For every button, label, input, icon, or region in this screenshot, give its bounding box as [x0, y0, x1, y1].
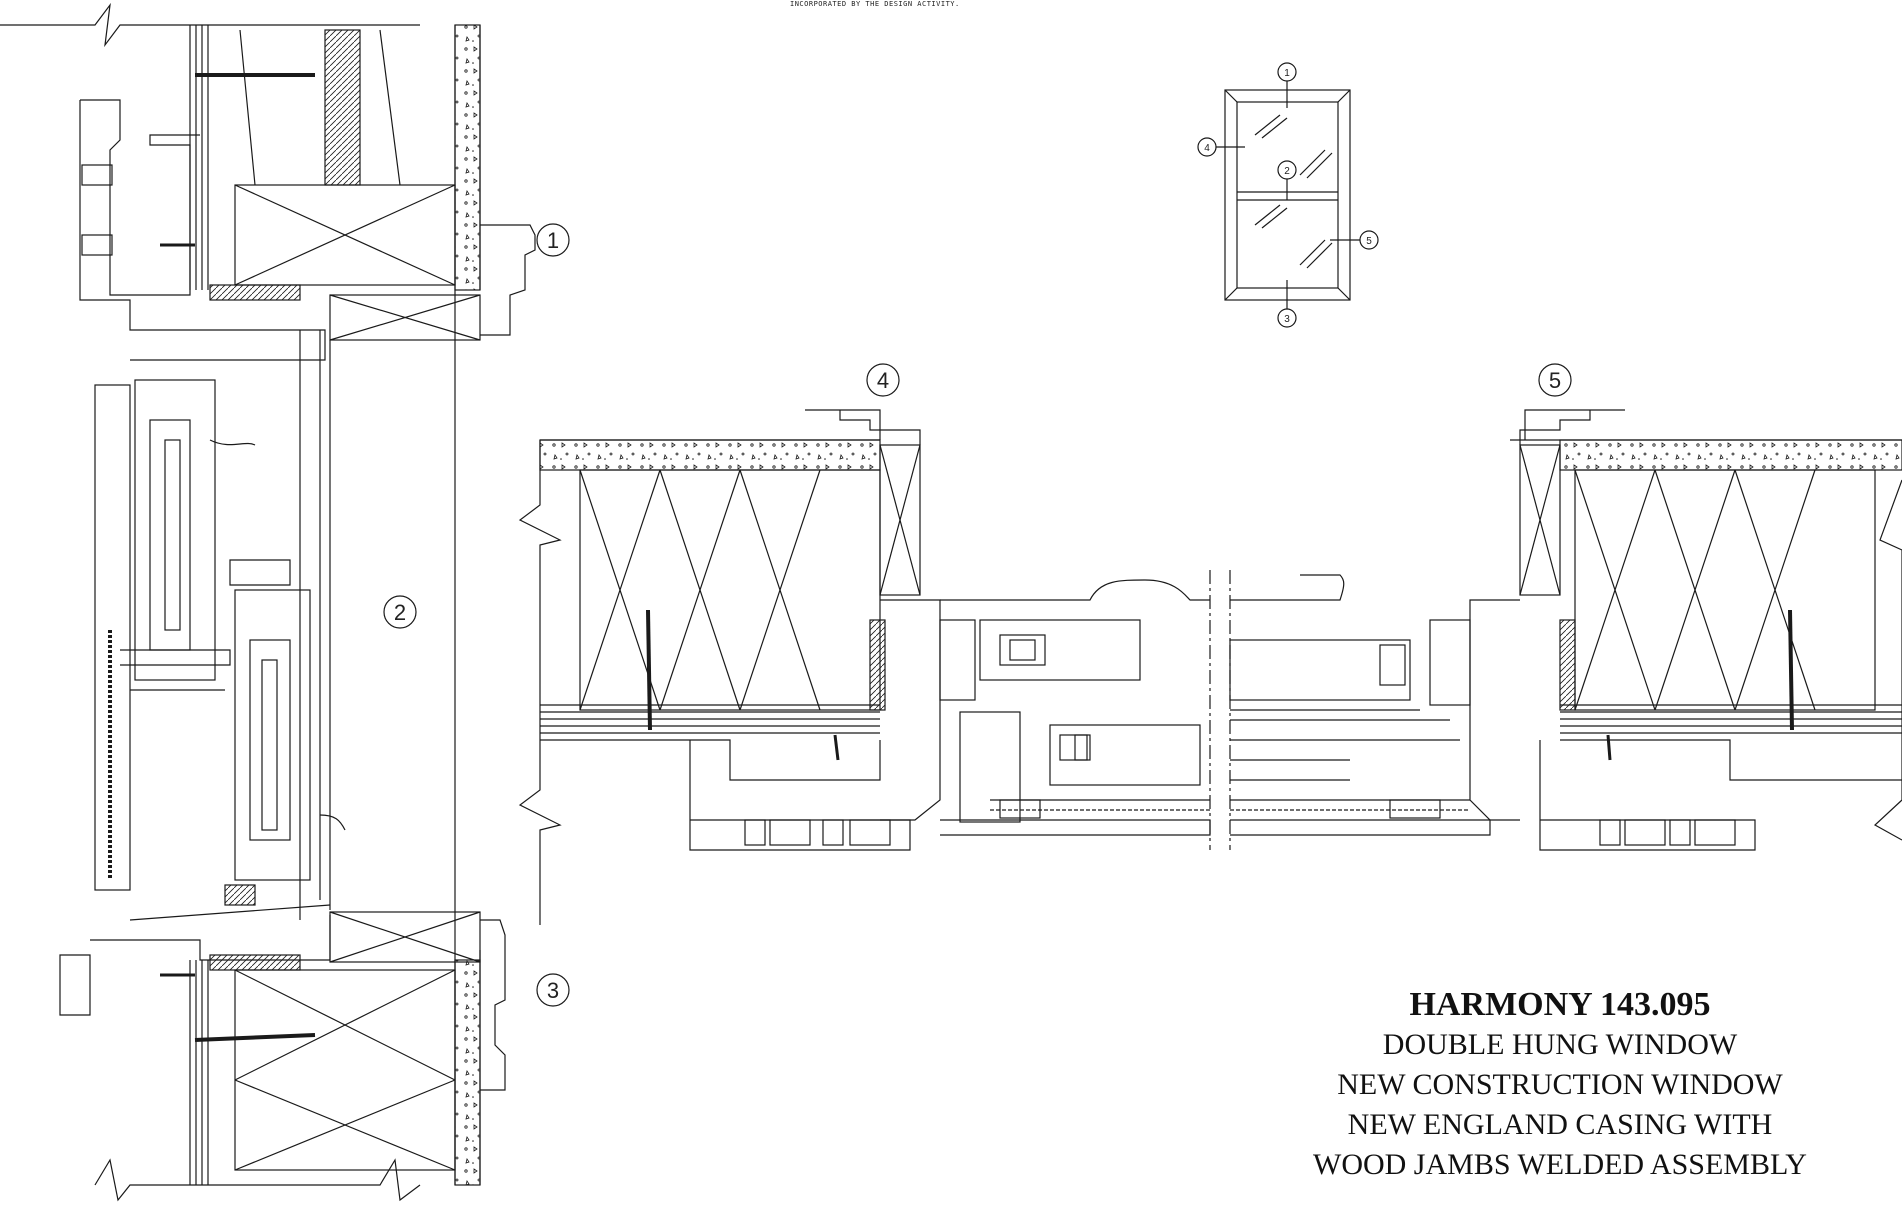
callout-5-key — [1359, 230, 1379, 250]
elevation-key — [1215, 80, 1360, 310]
callout-2-section — [383, 595, 417, 629]
callout-label-1-section: 1 — [547, 228, 559, 253]
callout-label-4-key: 4 — [1204, 143, 1210, 154]
callout-label-1-key: 1 — [1284, 68, 1290, 79]
callout-4-section — [866, 363, 900, 397]
callout-label-3-key: 3 — [1284, 314, 1290, 325]
callout-5-section — [1538, 363, 1572, 397]
title-block: HARMONY 143.095 DOUBLE HUNG WINDOW NEW C… — [1280, 985, 1840, 1185]
callout-label-5-section: 5 — [1549, 368, 1561, 393]
model-title: HARMONY 143.095 — [1409, 986, 1711, 1023]
callout-1-key — [1277, 62, 1297, 82]
title-line-4: WOOD JAMBS WELDED ASSEMBLY — [1313, 1148, 1807, 1181]
top-note: INCORPORATED BY THE DESIGN ACTIVITY. — [790, 0, 960, 8]
callout-1-section — [536, 223, 570, 257]
callout-label-3-section: 3 — [547, 978, 559, 1003]
callout-label-2-section: 2 — [394, 600, 406, 625]
callout-3-section — [536, 973, 570, 1007]
callout-label-4-section: 4 — [877, 368, 889, 393]
title-line-3: NEW ENGLAND CASING WITH — [1347, 1108, 1773, 1141]
vertical-section — [0, 2, 536, 1202]
title-line-1: DOUBLE HUNG WINDOW — [1382, 1028, 1738, 1061]
callout-4-key — [1197, 137, 1217, 157]
title-line-2: NEW CONSTRUCTION WINDOW — [1337, 1068, 1783, 1101]
callout-label-2-key: 2 — [1284, 166, 1290, 177]
horizontal-section — [518, 409, 1902, 925]
callout-label-5-key: 5 — [1366, 236, 1372, 247]
callout-2-key — [1277, 160, 1297, 180]
callout-3-key — [1277, 308, 1297, 328]
